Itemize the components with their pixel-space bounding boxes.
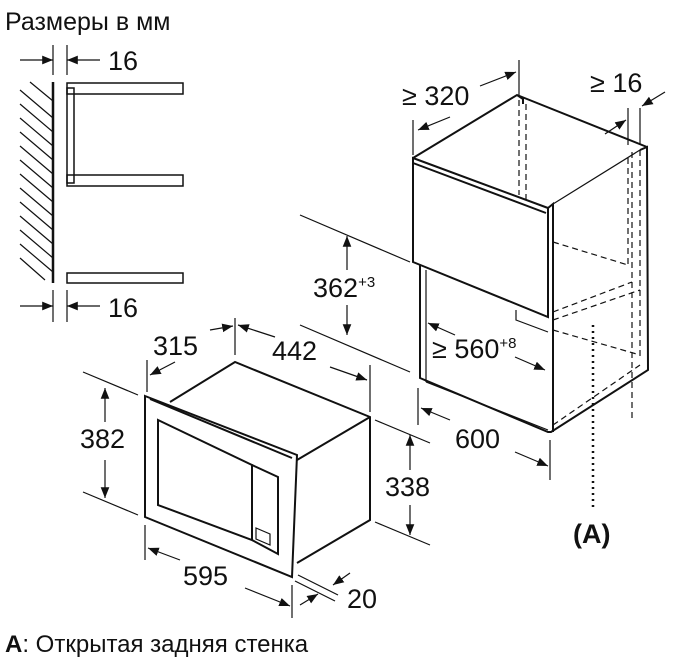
frame-thickness-label: 20 xyxy=(347,584,377,614)
body-depth-label: 442 xyxy=(272,336,317,366)
side-view: 16 16 xyxy=(19,45,184,323)
microwave-drawing xyxy=(144,360,371,579)
niche-width-label: ≥ 560+8 xyxy=(432,334,516,364)
frame-width-label: 595 xyxy=(183,561,228,591)
cabinet-drawing xyxy=(412,93,650,510)
microwave-door-window xyxy=(157,418,253,542)
microwave-button xyxy=(255,527,271,546)
side-top-gap-label: 16 xyxy=(108,46,138,76)
wall-hatching xyxy=(19,81,55,283)
side-bottom-gap-label: 16 xyxy=(108,293,138,323)
cabinet-back-gap-label: ≥ 16 xyxy=(590,68,642,98)
microwave-control-panel xyxy=(251,464,279,556)
frame-height-label: 382 xyxy=(80,424,125,454)
footnote: A: Открытая задняя стенка xyxy=(5,631,309,658)
open-back-marker: (A) xyxy=(573,519,610,549)
side-cabinet xyxy=(66,82,184,284)
niche-height-label: 362+3 xyxy=(313,273,375,303)
cabinet-depth-label: ≥ 320 xyxy=(402,81,469,111)
frame-depth-label: 315 xyxy=(153,331,198,361)
cabinet-width-label: 600 xyxy=(455,424,500,454)
page-title: Размеры в мм xyxy=(5,8,170,36)
body-height-label: 338 xyxy=(385,472,430,502)
